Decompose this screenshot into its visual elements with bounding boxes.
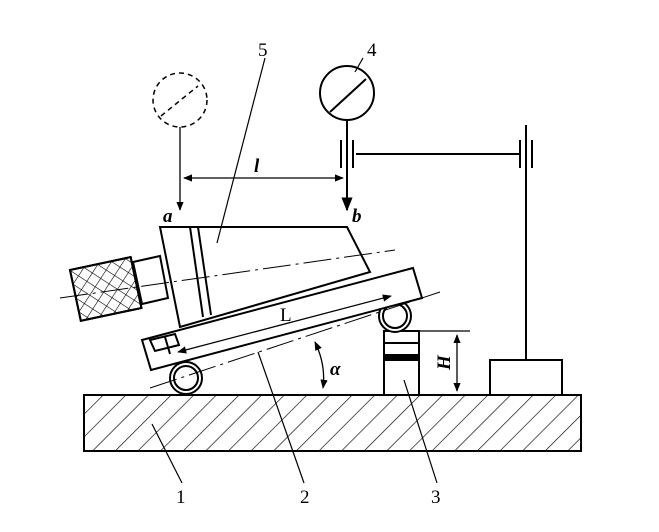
dial-indicator-dashed [152, 72, 208, 128]
indicator-stand [340, 120, 563, 396]
length-L-dimension [177, 294, 392, 354]
label-dial-indicator-4: 4 [367, 40, 377, 61]
label-base-plate-1: 1 [176, 487, 186, 508]
distance-l-dimension [176, 127, 344, 211]
surface-plate [83, 394, 582, 452]
label-sine-bar-2: 2 [300, 487, 310, 508]
roller-left [169, 361, 203, 395]
label-workpiece-5: 5 [258, 40, 268, 61]
label-distance-l: l [254, 156, 260, 177]
label-point-a: a [163, 206, 173, 227]
label-length-L: L [280, 305, 292, 326]
leader-lines [151, 57, 438, 484]
height-H-dimension [405, 330, 470, 396]
label-gauge-blocks-3: 3 [431, 487, 441, 508]
dial-indicator [319, 65, 375, 121]
knurled-handle [68, 254, 170, 323]
label-point-b: b [352, 206, 362, 227]
gauge-block-stack [383, 330, 420, 396]
angle-alpha [314, 341, 328, 389]
label-height-H: H [434, 354, 455, 371]
label-angle-alpha: α [330, 359, 341, 380]
